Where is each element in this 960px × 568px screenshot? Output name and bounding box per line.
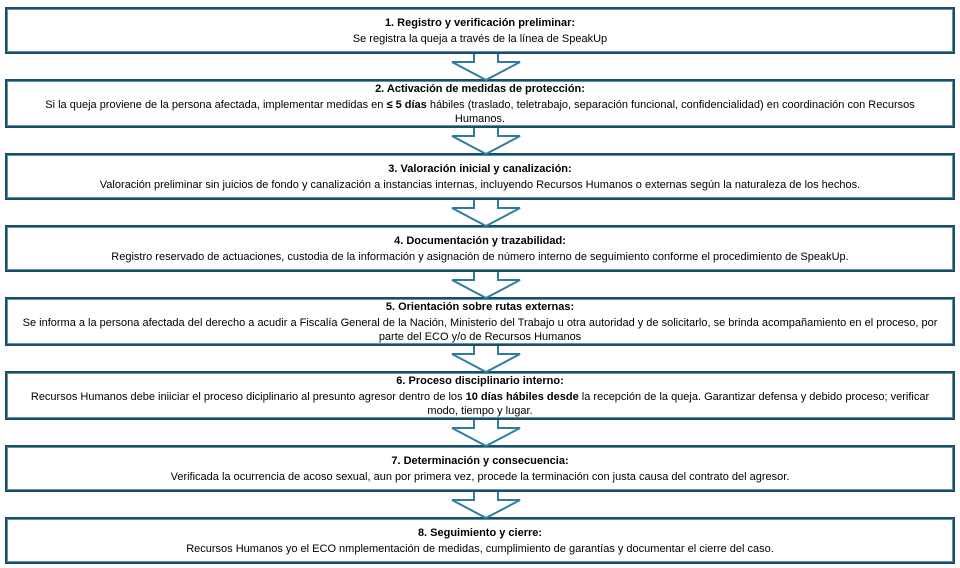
step-5-box: 5. Orientación sobre rutas externas: Se …: [5, 297, 955, 346]
down-arrow-icon: [5, 128, 955, 156]
step-4-title: 4. Documentación y trazabilidad:: [394, 234, 566, 247]
step-4-box: 4. Documentación y trazabilidad: Registr…: [5, 225, 955, 272]
step-2-box: 2. Activación de medidas de protección: …: [5, 79, 955, 128]
step-3-body: Valoración preliminar sin juicios de fon…: [99, 178, 861, 191]
step-1-title: 1. Registro y verificación preliminar:: [384, 16, 576, 29]
down-arrow-icon: [5, 200, 955, 228]
step-7-title: 7. Determinación y consecuencia:: [391, 454, 569, 467]
step-8-box: 8. Seguimiento y cierre: Recursos Humano…: [5, 517, 955, 564]
step-1-box: 1. Registro y verificación preliminar: S…: [5, 7, 955, 54]
step-8-title: 8. Seguimiento y cierre:: [417, 526, 543, 539]
step-6-body: Recursos Humanos debe iniiciar el proces…: [30, 390, 930, 417]
step-5-body: Se informa a la persona afectada del der…: [22, 316, 938, 343]
step-2-title: 2. Activación de medidas de protección:: [375, 82, 585, 95]
step-8-body: Recursos Humanos yo el ECO nmplementació…: [186, 542, 774, 555]
down-arrow-icon: [5, 346, 955, 374]
step-4-body: Registro reservado de actuaciones, custo…: [111, 250, 849, 263]
step-3-title: 3. Valoración inicial y canalización:: [388, 162, 572, 175]
step-7-body: Verificada la ocurrencia de acoso sexual…: [170, 470, 790, 483]
step-1-body: Se registra la queja a través de la líne…: [352, 32, 608, 45]
step-6-title: 6. Proceso disciplinario interno:: [396, 374, 564, 387]
down-arrow-icon: [5, 420, 955, 448]
step-5-title: 5. Orientación sobre rutas externas:: [385, 300, 575, 313]
step-3-box: 3. Valoración inicial y canalización: Va…: [5, 153, 955, 200]
down-arrow-icon: [5, 492, 955, 520]
down-arrow-icon: [5, 272, 955, 300]
step-6-box: 6. Proceso disciplinario interno: Recurs…: [5, 371, 955, 420]
step-7-box: 7. Determinación y consecuencia: Verific…: [5, 445, 955, 492]
down-arrow-icon: [5, 54, 955, 82]
step-2-body: Si la queja proviene de la persona afect…: [45, 98, 915, 125]
